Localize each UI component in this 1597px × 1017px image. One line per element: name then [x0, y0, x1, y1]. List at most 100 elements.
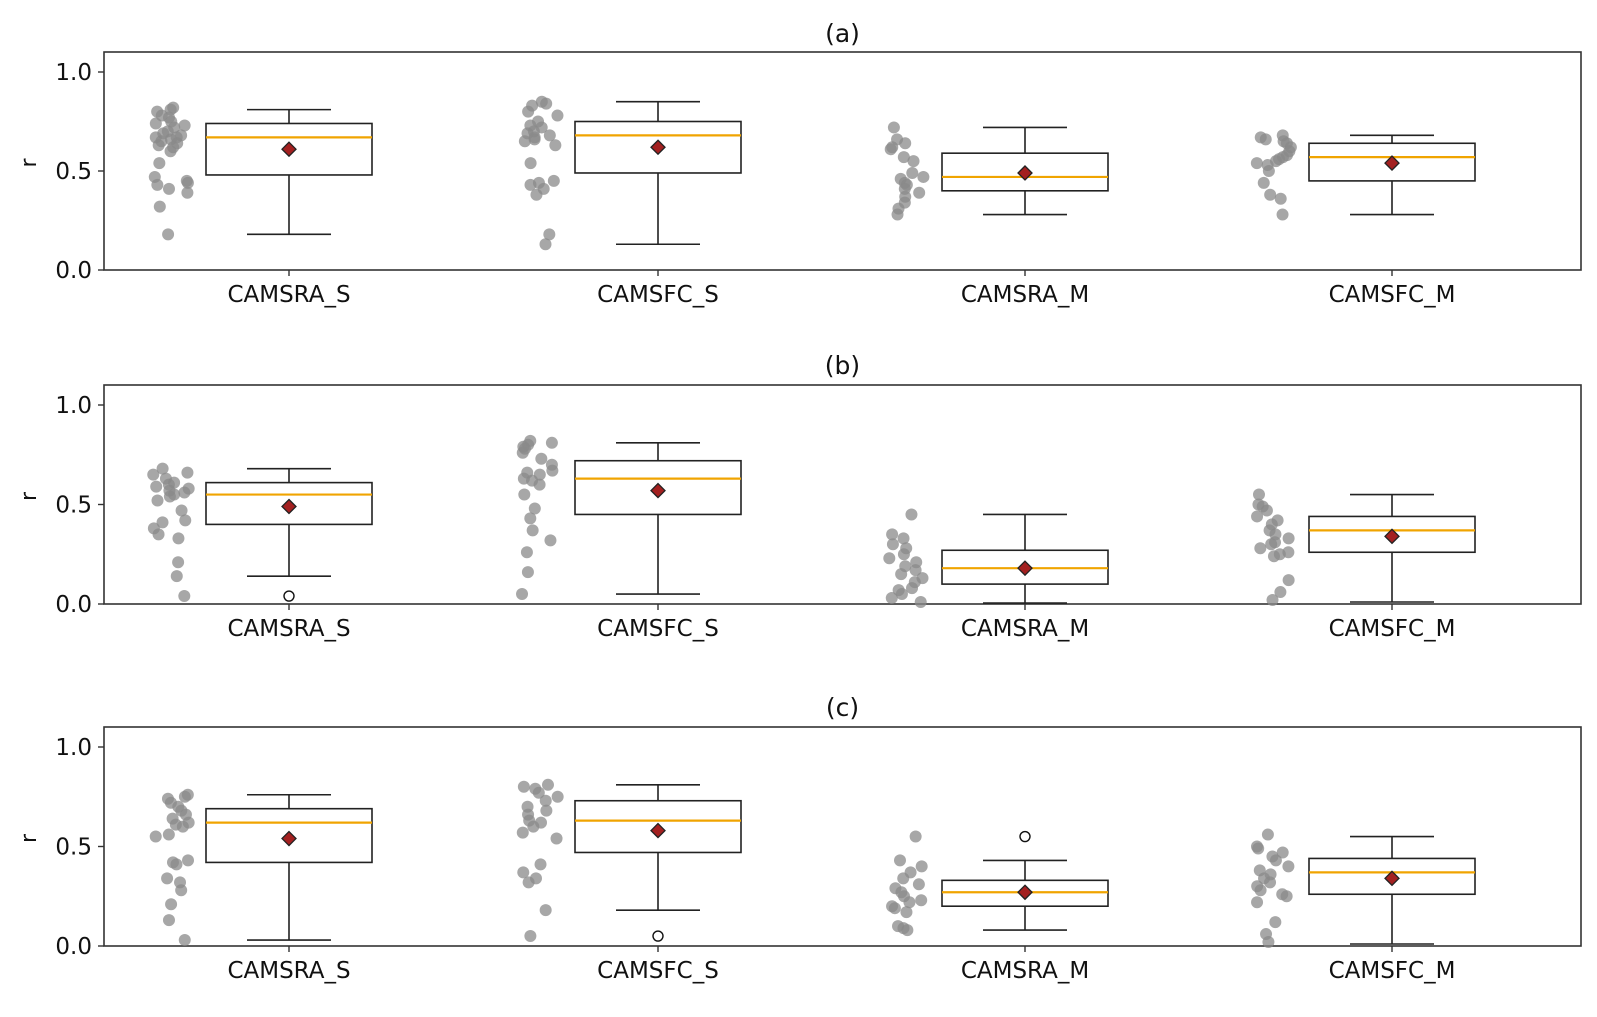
panel-title: (b) — [825, 351, 860, 380]
strip-point — [524, 157, 537, 170]
strip-point — [1254, 542, 1267, 555]
strip-point — [530, 188, 543, 201]
strip-point — [914, 596, 927, 609]
strip-point — [167, 101, 180, 114]
box-group-camsra-m: CAMSRA_M — [883, 508, 1109, 642]
strip-point — [153, 157, 166, 170]
strip-point — [528, 502, 541, 515]
strip-point — [516, 826, 529, 839]
strip-point — [518, 135, 531, 148]
strip-point — [897, 548, 910, 561]
box-group-camsra-s: CAMSRA_S — [148, 101, 373, 308]
strip-point — [175, 504, 188, 517]
strip-point — [540, 97, 553, 110]
y-tick-label: 0.0 — [55, 258, 92, 284]
strip-point — [151, 178, 164, 191]
strip-point — [1254, 884, 1267, 897]
x-tick-label: CAMSRA_S — [227, 282, 350, 308]
strip-point — [886, 538, 899, 551]
strip-point — [897, 872, 910, 885]
mean-marker — [281, 498, 297, 515]
mean-marker — [1384, 528, 1400, 545]
strip-point — [522, 105, 535, 118]
strip-point — [181, 186, 194, 199]
y-tick-label: 0.5 — [55, 159, 92, 185]
mean-marker — [650, 482, 666, 499]
strip-point — [909, 564, 922, 577]
strip-point — [1261, 828, 1274, 841]
strip-point — [521, 566, 534, 579]
strip-point — [547, 174, 560, 187]
strip-point — [891, 208, 904, 221]
strip-point — [915, 894, 928, 907]
strip-point — [539, 904, 552, 917]
strip-point — [175, 884, 188, 897]
strip-point — [1274, 586, 1287, 599]
strip-point — [550, 832, 563, 845]
strip-point — [535, 452, 548, 465]
panel-title: (a) — [825, 19, 860, 48]
strip-point — [1267, 550, 1280, 563]
strip-point — [164, 145, 177, 158]
strip-point — [1252, 842, 1265, 855]
plot-frame — [103, 384, 1582, 605]
x-tick-label: CAMSFC_S — [597, 958, 719, 984]
strip-point — [888, 902, 901, 915]
strip-point — [178, 119, 191, 132]
strip-point — [895, 568, 908, 581]
strip-point — [1251, 510, 1264, 523]
strip-point — [1282, 574, 1295, 587]
strip-point — [1262, 165, 1275, 177]
outlier-point — [283, 590, 295, 602]
strip-point — [181, 176, 194, 189]
mean-marker — [1384, 155, 1400, 171]
strip-point — [528, 133, 541, 146]
strip-point — [539, 794, 552, 807]
x-tick-label: CAMSFC_S — [597, 282, 719, 308]
strip-point — [516, 588, 529, 601]
strip-point — [170, 858, 183, 871]
strip-point — [532, 786, 545, 799]
mean-marker — [1017, 165, 1033, 181]
box-group-camsfc-m: CAMSFC_M — [1250, 129, 1476, 308]
strip-point — [1265, 538, 1278, 551]
strip-point — [149, 830, 162, 843]
strip-point — [526, 524, 539, 537]
strip-point — [524, 512, 537, 525]
strip-point — [534, 858, 547, 871]
strip-point — [151, 494, 164, 507]
y-axis-label: r — [17, 491, 42, 501]
strip-point — [172, 532, 185, 545]
strip-point — [524, 178, 537, 191]
x-tick-label: CAMSRA_M — [961, 958, 1089, 984]
y-axis-label: r — [17, 833, 42, 843]
strip-point — [517, 866, 530, 879]
strip-point — [152, 528, 165, 541]
box-iqr — [205, 122, 373, 176]
strip-point — [1280, 890, 1293, 903]
strip-point — [178, 934, 191, 947]
strip-point — [178, 790, 191, 803]
strip-point — [524, 930, 537, 943]
strip-point — [147, 468, 160, 481]
strip-point — [543, 228, 556, 241]
strip-point — [162, 914, 175, 927]
y-axis-label: r — [17, 158, 42, 168]
strip-point — [1257, 176, 1270, 189]
strip-point — [885, 592, 898, 605]
y-tick-label: 0.5 — [55, 493, 92, 519]
x-tick-label: CAMSFC_M — [1329, 958, 1456, 984]
strip-point — [551, 109, 564, 122]
strip-point — [1262, 936, 1275, 949]
strip-point — [551, 790, 564, 803]
strip-point — [156, 462, 169, 475]
strip-point — [517, 780, 530, 793]
mean-marker — [281, 830, 297, 847]
x-tick-label: CAMSFC_M — [1329, 616, 1456, 642]
strip-point — [182, 854, 195, 867]
outlier-point — [652, 930, 664, 942]
strip-point — [543, 129, 556, 142]
strip-point — [897, 532, 910, 545]
